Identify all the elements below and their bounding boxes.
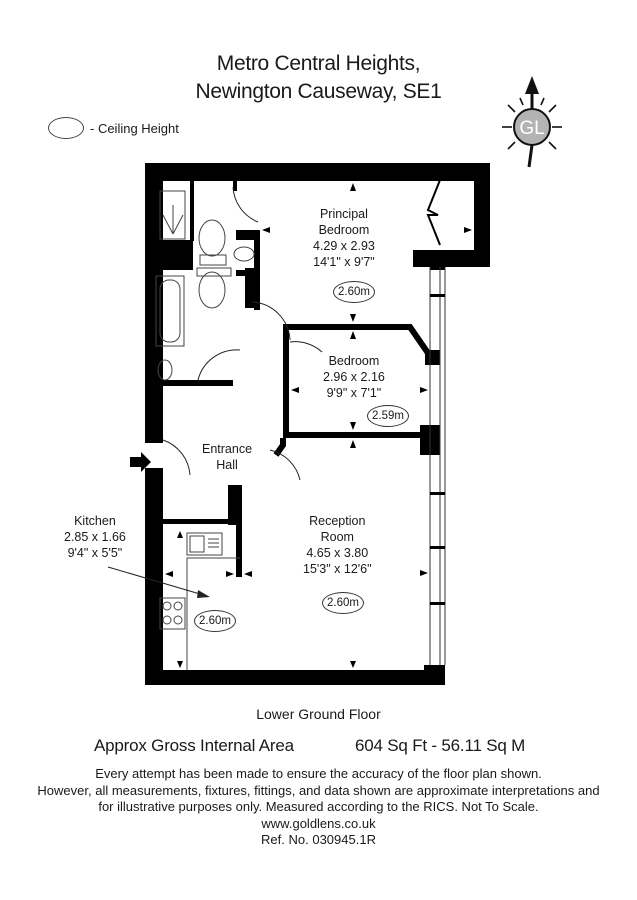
room-label-entrance-hall: Entrance Hall: [202, 442, 253, 472]
floor-name: Lower Ground Floor: [256, 706, 381, 722]
gross-area-label: Approx Gross Internal Area: [94, 736, 294, 755]
disclaimer-line: Every attempt has been made to ensure th…: [95, 766, 542, 781]
room-label-principal-bedroom: Principal Bedroom 4.29 x 2.93 14'1" x 9'…: [313, 207, 375, 269]
walls: [145, 163, 490, 685]
property-title-line2: Newington Causeway, SE1: [195, 80, 442, 103]
toilets: [196, 219, 255, 309]
gross-area-value: 604 Sq Ft - 56.11 Sq M: [355, 736, 526, 755]
website-link[interactable]: www.goldlens.co.uk: [261, 815, 376, 831]
basin: [157, 359, 173, 381]
window-strip: [429, 267, 446, 665]
compass-logo-text: GL: [519, 118, 544, 139]
property-title-line1: Metro Central Heights,: [216, 52, 421, 75]
disclaimer: Every attempt has been made to ensure th…: [0, 766, 637, 849]
ceiling-height-legend: - Ceiling Height: [48, 117, 179, 139]
dimension-markers: [165, 183, 472, 668]
kitchen-fittings: [159, 532, 240, 670]
north-arrow-compass-icon: GL: [502, 76, 562, 168]
disclaimer-line: for illustrative purposes only. Measured…: [98, 799, 539, 814]
reference-number: Ref. No. 030945.1R: [261, 832, 376, 847]
bath: [155, 275, 185, 347]
disclaimer-line: However, all measurements, fixtures, fit…: [37, 782, 600, 798]
door-arcs: [162, 186, 323, 481]
room-label-reception-room: Reception Room 4.65 x 3.80 15'3" x 12'6": [303, 514, 372, 576]
room-label-bedroom: Bedroom 2.96 x 2.16 9'9" x 7'1": [323, 354, 385, 400]
ceiling-height-bedroom: 2.59m: [367, 405, 409, 427]
ceiling-height-kitchen: 2.60m: [194, 610, 236, 632]
room-label-kitchen: Kitchen 2.85 x 1.66 9'4" x 5'5": [64, 514, 126, 560]
angled-walls: [273, 324, 440, 457]
entrance-arrow-icon: [130, 452, 151, 472]
ceiling-height-oval-icon: [48, 117, 84, 139]
ceiling-height-legend-label: - Ceiling Height: [90, 120, 179, 136]
shower-tray: [159, 190, 186, 240]
ceiling-height-reception-room: 2.60m: [322, 592, 364, 614]
ceiling-height-principal-bedroom: 2.60m: [333, 281, 375, 303]
